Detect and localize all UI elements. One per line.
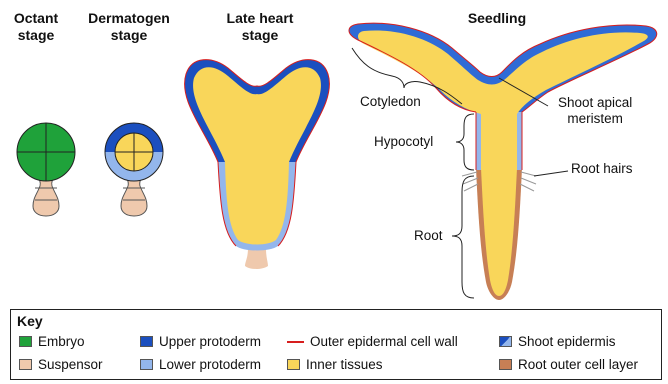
embryo-stages-diagram [0,0,668,305]
key-item-embryo: Embryo [19,334,85,349]
key-item-suspensor: Suspensor [19,357,103,372]
hypocotyl-label: Hypocotyl [374,134,433,149]
key-item-label: Outer epidermal cell wall [310,334,458,349]
root-outer-layer-swatch [499,359,512,370]
key-item-label: Suspensor [38,357,103,372]
upper-protoderm-swatch [140,336,153,347]
key-item-label: Shoot epidermis [518,334,616,349]
cell-wall-swatch [287,341,304,343]
inner-tissues-swatch [287,359,300,370]
hypocotyl-brace [456,114,474,170]
suspensor-swatch [19,359,32,370]
lower-protoderm-swatch [140,359,153,370]
shoot-apical-meristem-line-1: Shoot apical [558,95,632,111]
octant-embryo [17,123,75,216]
root-label: Root [414,228,443,243]
key-item-shoot-epidermis: Shoot epidermis [499,334,616,349]
root-hairs-label: Root hairs [571,161,633,176]
key-item-lower-protoderm: Lower protoderm [140,357,261,372]
root-brace [452,176,474,298]
key-item-label: Root outer cell layer [518,357,638,372]
cotyledon-label: Cotyledon [360,94,421,109]
key-item-upper-protoderm: Upper protoderm [140,334,261,349]
late-heart-suspensor [245,248,268,269]
key-item-label: Inner tissues [306,357,383,372]
shoot-apical-meristem-label: Shoot apical meristem [558,95,632,127]
seedling-hypocotyl-inner [481,112,517,170]
key-item-inner-tissues: Inner tissues [287,357,383,372]
key-item-outer-epidermal-cell-wall: Outer epidermal cell wall [287,334,458,349]
key-item-label: Lower protoderm [159,357,261,372]
late-heart-embryo [185,60,330,269]
key-item-label: Embryo [38,334,85,349]
shoot-epidermis-swatch [499,336,512,347]
key-legend: Key Embryo Suspensor Upper protoderm Low… [10,309,662,380]
dermatogen-embryo [105,123,163,216]
root-hairs-leader [534,171,568,176]
key-title: Key [17,313,43,329]
key-item-label: Upper protoderm [159,334,261,349]
shoot-apical-meristem-line-2: meristem [558,111,632,127]
key-item-root-outer-cell-layer: Root outer cell layer [499,357,638,372]
embryo-swatch [19,336,32,347]
